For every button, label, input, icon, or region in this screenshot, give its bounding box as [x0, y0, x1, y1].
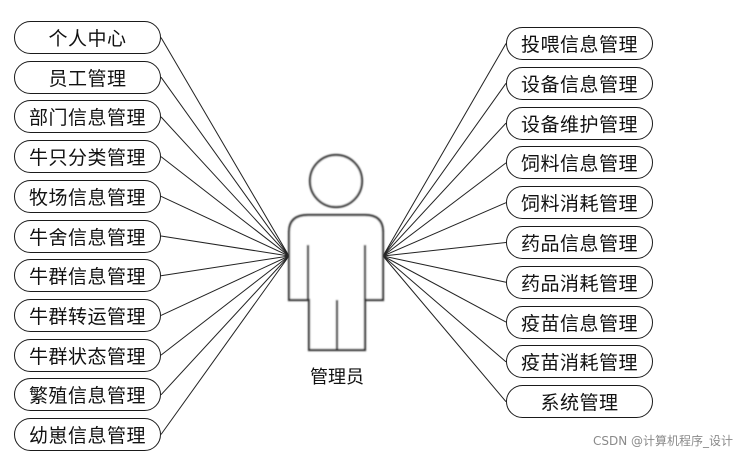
- association-line-left-7: [160, 255, 290, 277]
- association-line-right-7: [382, 255, 507, 283]
- association-line-right-4: [382, 162, 507, 257]
- person-icon: [287, 153, 385, 352]
- association-line-left-10: [160, 255, 290, 396]
- use-case-right-4: 饲料信息管理: [506, 146, 653, 180]
- association-line-right-8: [382, 255, 507, 323]
- association-line-left-1: [160, 37, 290, 257]
- association-line-right-9: [382, 255, 507, 363]
- association-line-right-10: [382, 255, 507, 403]
- use-case-left-5: 牧场信息管理: [14, 179, 161, 213]
- use-case-left-6: 牛舍信息管理: [14, 219, 161, 253]
- use-case-right-7: 药品消耗管理: [506, 265, 653, 299]
- use-case-right-8: 疫苗信息管理: [506, 305, 653, 339]
- association-line-left-2: [160, 76, 290, 257]
- association-line-right-6: [382, 242, 507, 257]
- association-line-left-9: [160, 255, 290, 356]
- watermark: CSDN @计算机程序_设计: [592, 434, 733, 448]
- association-line-right-5: [382, 202, 507, 257]
- use-case-left-1: 个人中心: [14, 21, 161, 54]
- actor-label: 管理员: [310, 367, 364, 388]
- association-line-left-4: [160, 156, 290, 257]
- association-line-left-6: [160, 235, 290, 257]
- use-case-left-4: 牛只分类管理: [14, 140, 161, 174]
- association-line-left-5: [160, 195, 290, 257]
- use-case-right-2: 设备信息管理: [506, 66, 653, 100]
- use-case-right-5: 饲料消耗管理: [506, 186, 653, 220]
- association-line-left-11: [160, 255, 290, 435]
- use-case-left-7: 牛群信息管理: [14, 259, 161, 293]
- association-line-left-3: [160, 116, 290, 257]
- use-case-right-1: 投喂信息管理: [506, 27, 653, 60]
- association-line-right-1: [382, 43, 507, 257]
- use-case-right-10: 系统管理: [506, 385, 653, 419]
- association-line-right-2: [382, 83, 507, 257]
- use-case-left-2: 员工管理: [14, 60, 161, 94]
- association-line-left-8: [160, 255, 290, 316]
- association-line-right-3: [382, 122, 507, 257]
- use-case-left-10: 繁殖信息管理: [14, 378, 161, 412]
- use-case-right-9: 疫苗消耗管理: [506, 345, 653, 379]
- use-case-left-9: 牛群状态管理: [14, 338, 161, 372]
- use-case-left-3: 部门信息管理: [14, 100, 161, 134]
- use-case-left-11: 幼崽信息管理: [14, 418, 161, 451]
- use-case-left-8: 牛群转运管理: [14, 298, 161, 332]
- use-case-right-3: 设备维护管理: [506, 106, 653, 140]
- use-case-right-6: 药品信息管理: [506, 226, 653, 259]
